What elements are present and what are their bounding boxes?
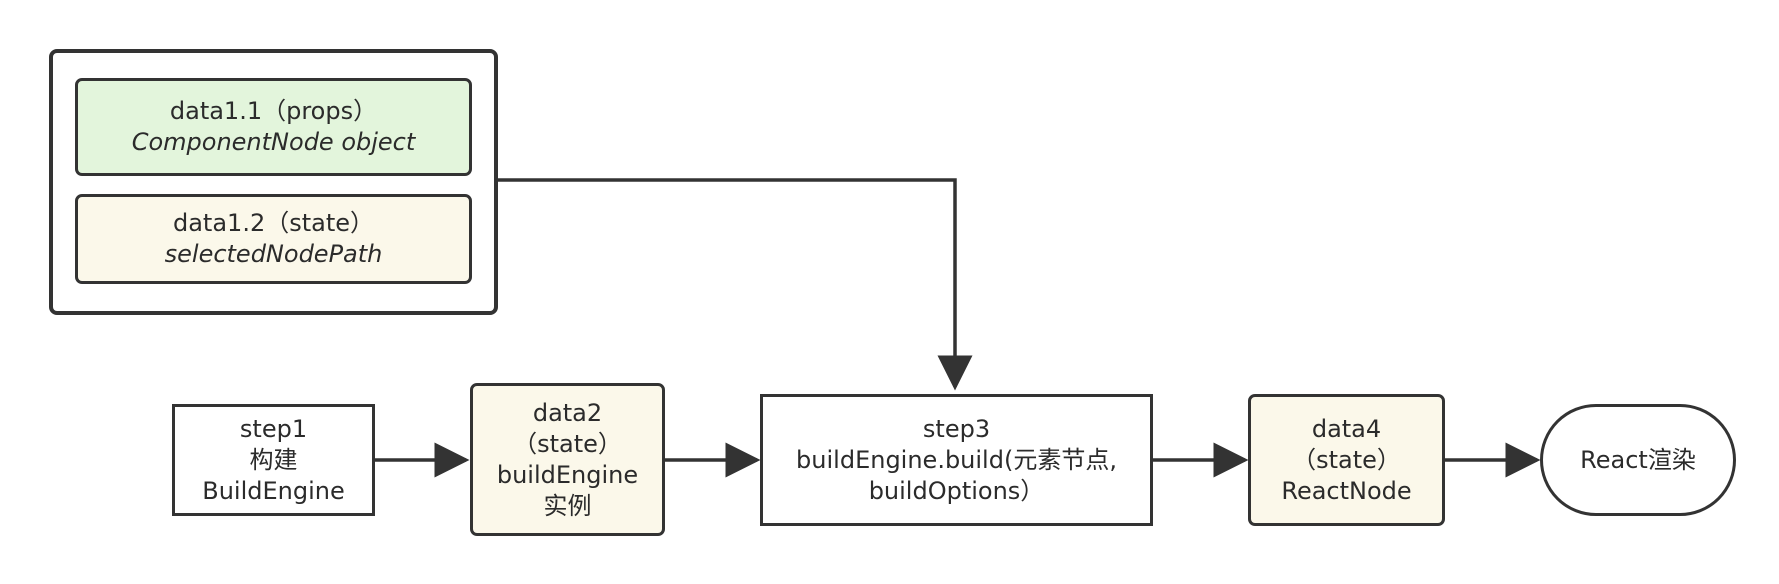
data4-name: ReactNode — [1281, 476, 1412, 505]
step1-target: BuildEngine — [202, 476, 345, 505]
props-subtitle: ComponentNode object — [131, 128, 416, 156]
arrow-group-to-step3 — [497, 178, 973, 391]
data4-label: data4 — [1311, 414, 1382, 443]
data2-desc: 实例 — [543, 491, 592, 520]
data2-type: （state） — [513, 429, 622, 458]
step1-node: step1 构建 BuildEngine — [172, 404, 375, 516]
step3-call: buildEngine.build(元素节点, — [796, 445, 1117, 474]
react-render-node: React渲染 — [1540, 404, 1736, 516]
state-title: data1.2（state） — [172, 209, 375, 237]
react-render-label: React渲染 — [1580, 445, 1696, 474]
data2-name: buildEngine — [496, 460, 639, 489]
step3-node: step3 buildEngine.build(元素节点, buildOptio… — [760, 394, 1153, 526]
data2-label: data2 — [532, 398, 603, 427]
props-title: data1.1（props） — [169, 97, 378, 125]
step3-label: step3 — [922, 414, 991, 443]
step1-desc: 构建 — [249, 445, 298, 474]
step3-args: buildOptions） — [868, 476, 1045, 505]
data1-1-props-node: data1.1（props） ComponentNode object — [75, 78, 472, 176]
state-subtitle: selectedNodePath — [164, 240, 383, 268]
data1-2-state-node: data1.2（state） selectedNodePath — [75, 194, 472, 284]
data4-node: data4 （state） ReactNode — [1248, 394, 1445, 526]
data4-type: （state） — [1292, 445, 1401, 474]
step1-label: step1 — [239, 414, 308, 443]
data2-node: data2 （state） buildEngine 实例 — [470, 383, 665, 536]
